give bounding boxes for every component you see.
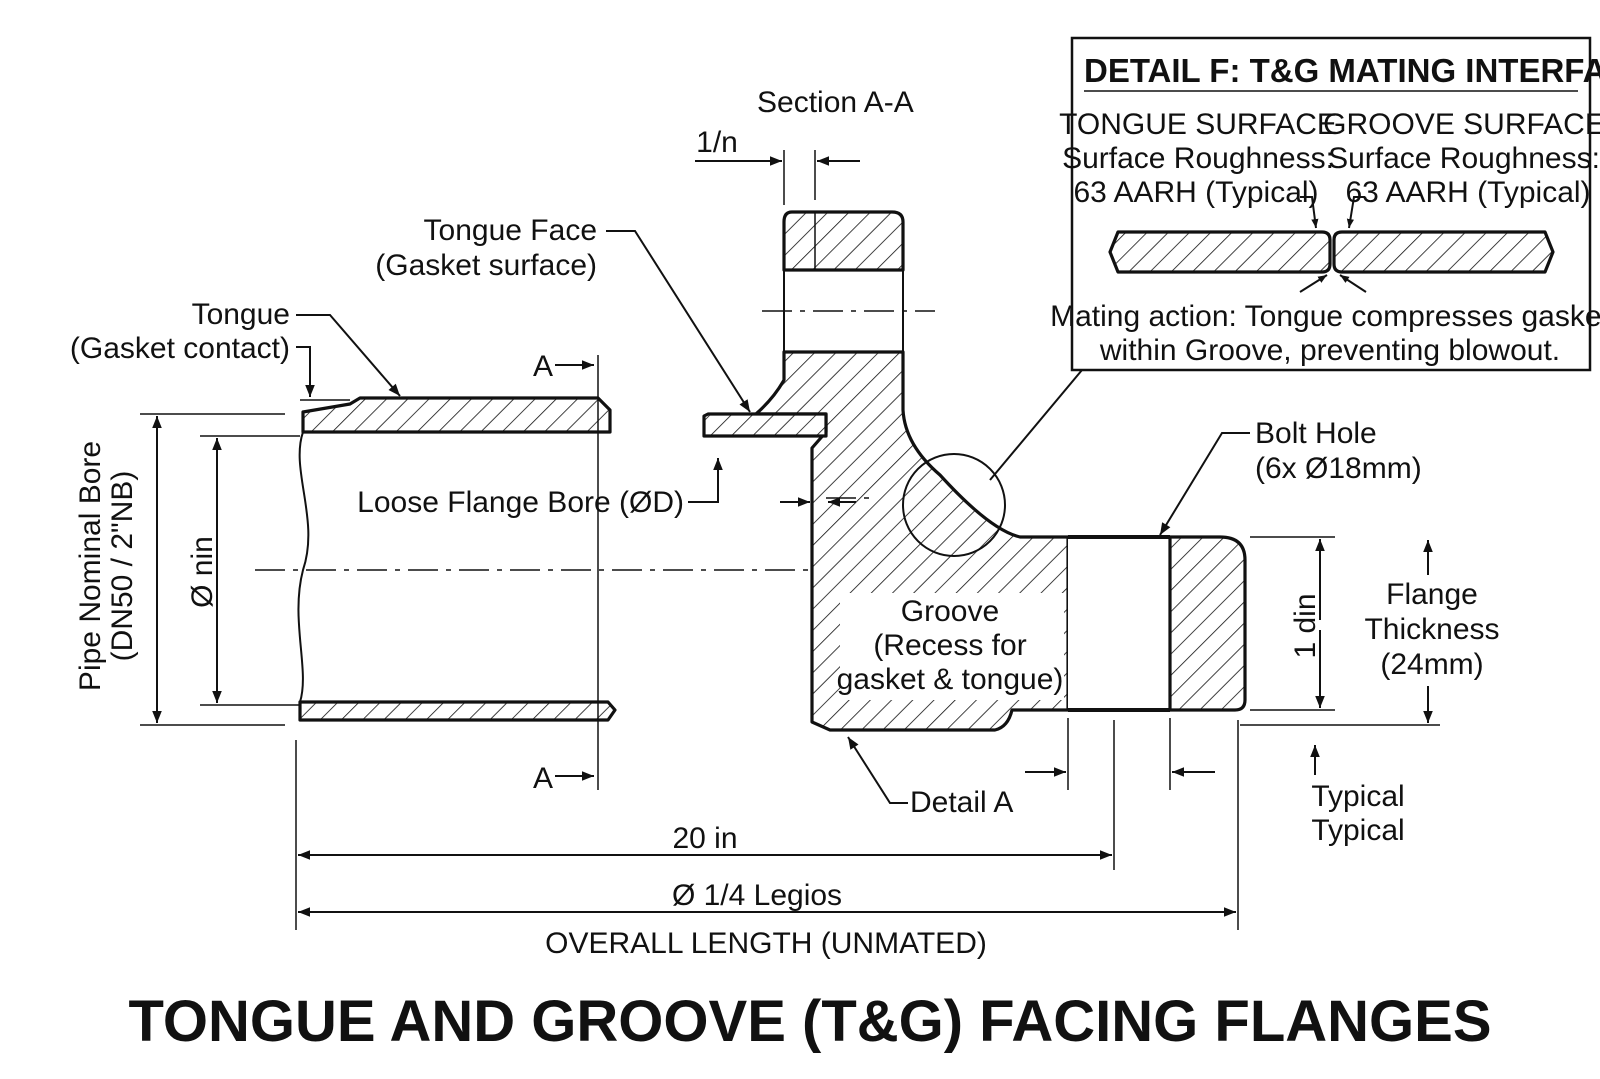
dim-1n: 1/n [696, 126, 738, 159]
flange-section [702, 210, 1247, 732]
typical-label-1: Typical [1311, 780, 1404, 813]
dim-legios: Ø 1/4 Legios [672, 879, 842, 912]
groove-roughness-label: Surface Roughness: [1328, 142, 1600, 175]
overall-length-label: OVERALL LENGTH (UNMATED) [545, 927, 987, 960]
tongue-roughness-value: 63 AARH (Typical) [1073, 176, 1318, 209]
detail-groove-bar [1332, 230, 1555, 274]
flange-thickness-label-2: Thickness [1364, 613, 1499, 646]
tongue-sublabel: (Gasket contact) [70, 332, 290, 365]
pipe-section [255, 396, 860, 722]
groove-recess [840, 593, 1064, 700]
typical-label-2: Typical [1311, 814, 1404, 847]
bolt-hole-label: Bolt Hole [1255, 417, 1377, 450]
groove-sublabel-2: gasket & tongue) [837, 663, 1064, 696]
detail-f-leader [989, 369, 1083, 481]
flange-outer-ring [1168, 535, 1247, 712]
flange-upper-ring [782, 210, 905, 272]
tongue-label: Tongue [192, 298, 290, 331]
groove-roughness-value: 63 AARH (Typical) [1345, 176, 1590, 209]
flange-thickness-value: (24mm) [1380, 648, 1483, 681]
detail-a-label: Detail A [910, 786, 1013, 819]
dim-20in: 20 in [672, 822, 737, 855]
detail-f-box [1070, 36, 1592, 372]
flange-tongue-lip [702, 412, 828, 438]
groove-label: Groove [901, 595, 999, 628]
pipe-bottom-wall [298, 700, 617, 722]
page-title: TONGUE AND GROOVE (T&G) FACING FLANGES [128, 989, 1491, 1054]
detail-f-circle [902, 453, 1006, 557]
flange-thickness-label-1: Flange [1386, 578, 1478, 611]
dim-nin: Ø nin [186, 536, 219, 608]
mating-note-line2: within Groove, preventing blowout. [1099, 334, 1560, 367]
section-label: Section A-A [757, 86, 914, 119]
text-layer: Section A-A 1/n DETAIL F: T&G MATING INT… [70, 52, 1600, 1054]
pipe-bore-label: Pipe Nominal Bore [74, 441, 107, 691]
detail-tongue-bar [1108, 230, 1332, 274]
pipe-break-line [297, 431, 310, 703]
tongue-face-label: Tongue Face [424, 214, 597, 247]
pipe-top-wall [301, 396, 612, 434]
groove-surface-heading: GROOVE SURFACE [1323, 108, 1600, 141]
groove-sublabel-1: (Recess for [873, 629, 1026, 662]
detail-f-frame [1070, 36, 1592, 372]
dimension-lines [140, 150, 1440, 930]
section-mark-bottom: A [533, 762, 553, 795]
dim-1din: 1 din [1289, 593, 1322, 658]
pipe-bore-sublabel: (DN50 / 2"NB) [106, 471, 139, 662]
tongue-face-sublabel: (Gasket surface) [375, 249, 597, 282]
bolt-hole-sublabel: (6x Ø18mm) [1255, 452, 1422, 485]
section-mark-top: A [533, 350, 553, 383]
loose-bore-label: Loose Flange Bore (ØD) [357, 486, 684, 519]
mating-note-line1: Mating action: Tongue compresses gasket [1050, 300, 1600, 333]
bolt-hole-bore [1068, 535, 1172, 712]
tongue-roughness-label: Surface Roughness: [1062, 142, 1334, 175]
detail-f-title: DETAIL F: T&G MATING INTERFACE [1084, 52, 1600, 89]
tongue-surface-heading: TONGUE SURFACE [1059, 108, 1337, 141]
